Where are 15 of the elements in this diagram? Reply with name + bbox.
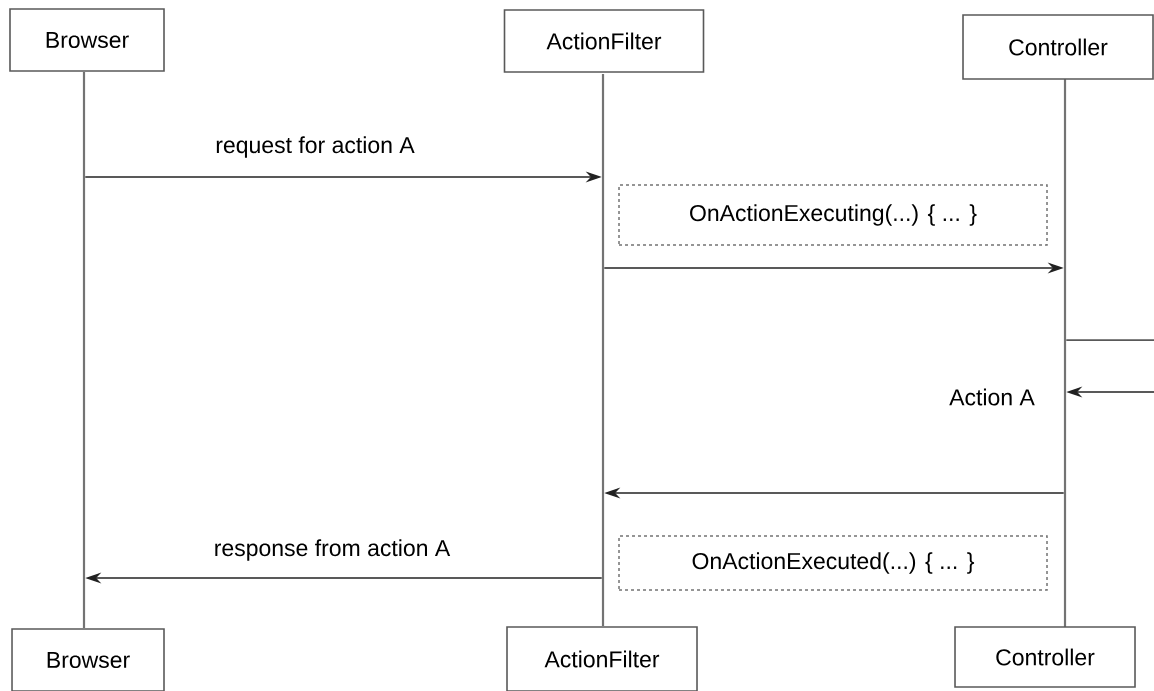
lifeline	[1063, 79, 1067, 627]
participant-box: ActionFilter	[503, 9, 705, 73]
code-box: OnActionExecuting(...) { ... }	[618, 184, 1048, 246]
participant-box: Controller	[954, 626, 1136, 688]
code-box: OnActionExecuted(...) { ... }	[618, 535, 1048, 591]
participant-box: Browser	[9, 8, 165, 72]
message-line	[1065, 339, 1154, 341]
lifeline	[601, 74, 605, 626]
participant-box: ActionFilter	[506, 626, 698, 691]
participant-box: Controller	[962, 14, 1154, 80]
edge-label: response from action A	[211, 537, 453, 563]
edge-label: Action A	[947, 386, 1037, 408]
participant-box: Browser	[11, 628, 165, 691]
lifeline	[82, 72, 86, 628]
edge-label: request for action A	[213, 134, 417, 160]
